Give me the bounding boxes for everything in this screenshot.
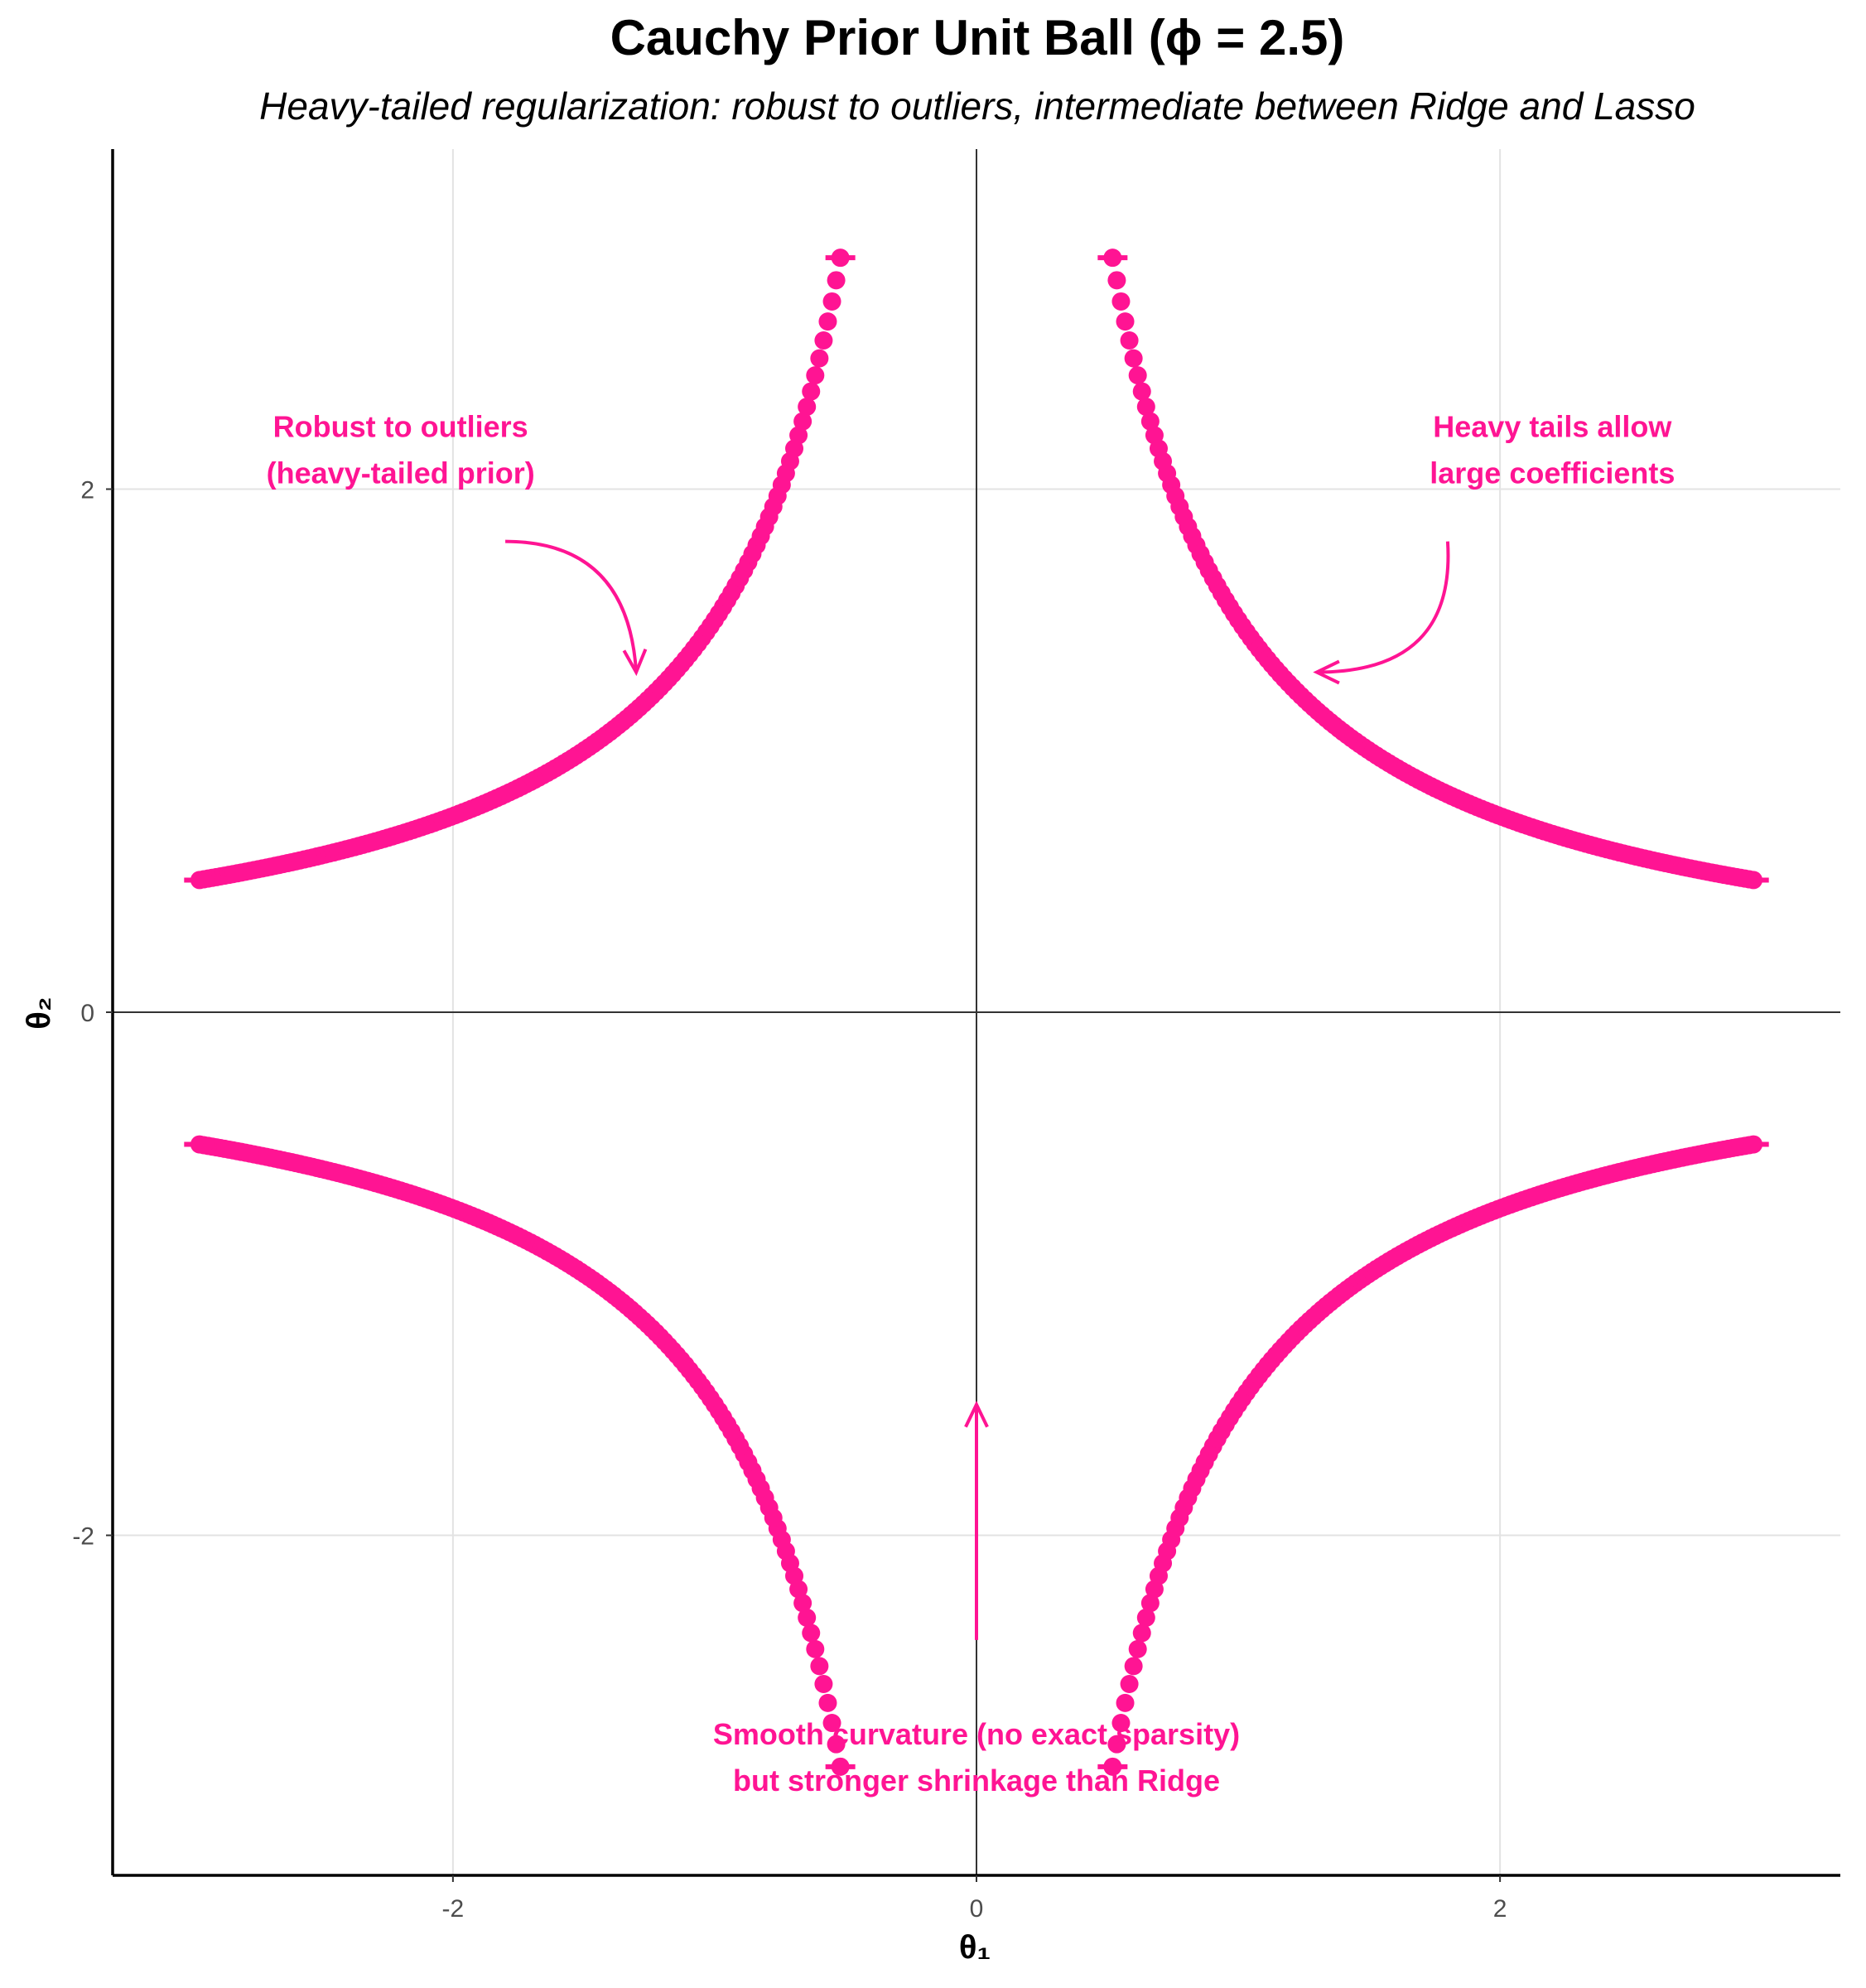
- data-point: [1107, 271, 1126, 290]
- data-point: [818, 312, 837, 331]
- x-axis-title: θ₁: [959, 1929, 991, 1966]
- annotation-text-line: (heavy-tailed prior): [267, 456, 535, 490]
- data-point: [1136, 398, 1155, 417]
- data-point: [1128, 366, 1147, 385]
- annotation-arrow: [505, 539, 639, 673]
- data-point: [822, 292, 841, 311]
- data-point: [814, 1675, 833, 1694]
- y-axis-title-text: θ₂: [21, 996, 57, 1029]
- x-tick-label: -2: [442, 1895, 465, 1923]
- chart-title: Cauchy Prior Unit Ball (ϕ = 2.5): [610, 10, 1345, 65]
- data-point: [1140, 1594, 1160, 1613]
- annotation-text-line: Robust to outliers: [273, 409, 528, 443]
- data-point: [1116, 312, 1135, 331]
- data-point: [827, 1735, 846, 1754]
- data-point: [814, 331, 833, 350]
- data-point: [798, 1608, 817, 1627]
- data-point: [806, 366, 825, 385]
- annotation-3: Smooth curvature (no exact sparsity) but …: [713, 1401, 1240, 1797]
- y-axis-ticks: -2 0 2: [72, 476, 113, 1551]
- annotation-text-line: but stronger shrinkage than Ridge: [733, 1764, 1220, 1797]
- data-point: [1124, 1657, 1143, 1676]
- data-point: [1140, 412, 1160, 431]
- data-point: [1116, 1693, 1135, 1712]
- data-point: [802, 382, 821, 401]
- annotation-text-line: large coefficients: [1430, 456, 1675, 490]
- data-point: [818, 1693, 837, 1712]
- annotation-arrowhead: [964, 1401, 989, 1428]
- data-point: [802, 1624, 821, 1643]
- x-axis-ticks: -2 0 2: [442, 1875, 1507, 1923]
- data-point: [1132, 1624, 1151, 1643]
- annotation-arrow: [1316, 541, 1450, 674]
- data-point: [822, 1714, 841, 1733]
- data-points: [184, 248, 1769, 1776]
- data-point: [1124, 349, 1143, 368]
- annotation-text-line: Heavy tails allow: [1433, 409, 1672, 443]
- annotation-1: Robust to outliers (heavy-tailed prior): [267, 409, 648, 677]
- data-point: [1111, 292, 1131, 311]
- y-tick-label: 0: [80, 1000, 94, 1027]
- y-tick-label: 2: [80, 476, 94, 504]
- data-point: [1128, 1639, 1147, 1658]
- data-point: [793, 412, 812, 431]
- data-point: [1111, 1714, 1131, 1733]
- data-point: [810, 349, 829, 368]
- data-point: [1136, 1608, 1155, 1627]
- y-tick-label: -2: [72, 1523, 94, 1551]
- annotation-2: Heavy tails allow large coefficients: [1313, 409, 1675, 685]
- data-point: [793, 1594, 812, 1613]
- plot-panel: Robust to outliers (heavy-tailed prior) He…: [111, 149, 1840, 1877]
- data-point: [810, 1657, 829, 1676]
- annotation-arrowhead: [622, 648, 648, 677]
- annotations: Robust to outliers (heavy-tailed prior) He…: [267, 409, 1676, 1797]
- data-point: [1120, 331, 1139, 350]
- data-point: [1132, 382, 1151, 401]
- x-tick-label: 0: [970, 1895, 984, 1923]
- data-point: [798, 398, 817, 417]
- data-point: [827, 271, 846, 290]
- chart-subtitle: Heavy-tailed regularization: robust to o…: [259, 84, 1695, 128]
- data-point: [1107, 1735, 1126, 1754]
- data-point: [1120, 1675, 1139, 1694]
- data-point: [806, 1639, 825, 1658]
- y-axis-title: θ₂: [21, 996, 57, 1029]
- annotation-text-line: Smooth curvature (no exact sparsity): [713, 1717, 1240, 1751]
- x-axis-title-text: θ₁: [959, 1929, 991, 1966]
- x-tick-label: 2: [1493, 1895, 1507, 1923]
- annotation-arrowhead: [1313, 659, 1340, 685]
